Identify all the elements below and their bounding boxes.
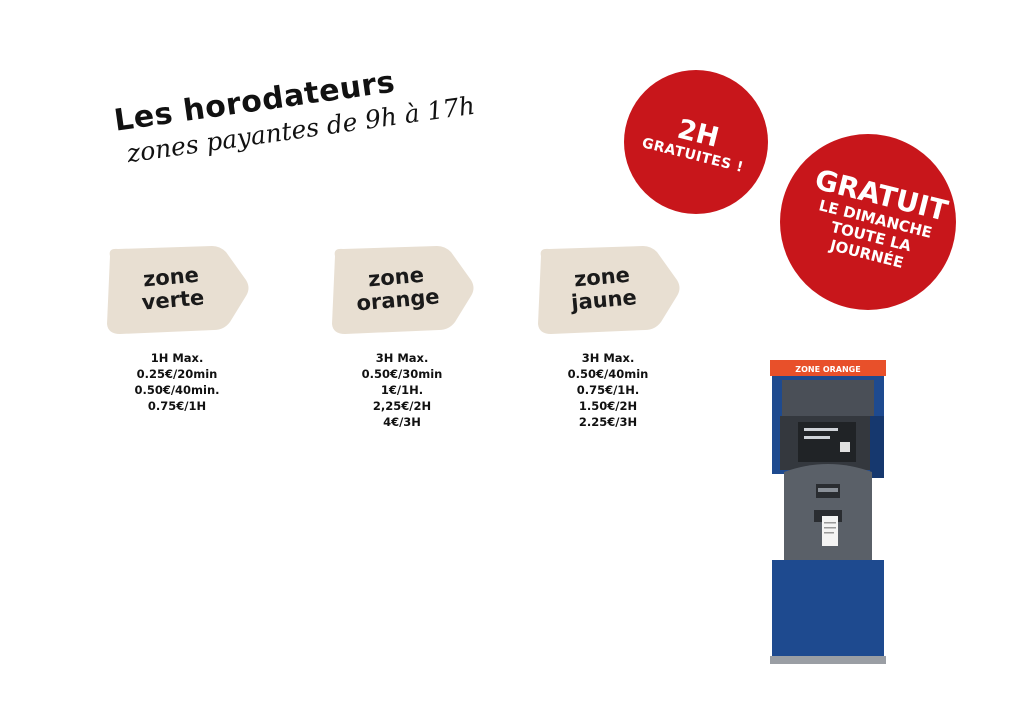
tag-shape <box>538 246 680 334</box>
zone-label: zone orange <box>355 262 441 316</box>
price-line: 0.75€/1H <box>147 399 207 413</box>
zone-card-verte: zone verte 1H Max. 0.25€/20min 0.50€/40m… <box>102 246 272 414</box>
zone-card-jaune: zone jaune 3H Max. 0.50€/40min 0.75€/1H.… <box>533 246 703 430</box>
zone-label: zone jaune <box>570 262 638 315</box>
price-line: 0.50€/40min <box>567 367 649 381</box>
price-list: 3H Max. 0.50€/40min 0.75€/1H. 1.50€/2H 2… <box>533 350 683 430</box>
title-block: Les horodateurs zones payantes de 9h à 1… <box>112 54 477 169</box>
free-sunday-badge: GRATUIT LE DIMANCHE TOUTE LA JOURNÉE <box>780 134 956 310</box>
price-line: 1.50€/2H <box>578 399 638 413</box>
price-line: 2.25€/3H <box>578 415 638 429</box>
price-line: 0.75€/1H. <box>576 383 640 397</box>
zone-card-orange: zone orange 3H Max. 0.50€/30min 1€/1H. 2… <box>327 246 497 430</box>
tag-shape <box>332 246 474 334</box>
price-line: 4€/3H <box>383 415 421 429</box>
price-list: 1H Max. 0.25€/20min 0.50€/40min. 0.75€/1… <box>102 350 252 414</box>
price-line: 0.25€/20min <box>136 367 218 381</box>
price-line: 3H Max. <box>375 351 429 365</box>
price-line: 2,25€/2H <box>372 399 432 413</box>
price-line: 0.50€/30min <box>361 367 443 381</box>
zone-tag: zone verte <box>102 246 249 334</box>
zone-tag: zone jaune <box>533 246 680 334</box>
free-hours-badge: 2H GRATUITES ! <box>624 70 768 214</box>
zone-tag: zone orange <box>327 246 474 334</box>
price-line: 1H Max. <box>150 351 204 365</box>
price-list: 3H Max. 0.50€/30min 1€/1H. 2,25€/2H 4€/3… <box>327 350 477 430</box>
parking-meter-icon: ZONE ORANGE <box>770 360 886 664</box>
parking-meter-illustration: ZONE ORANGE <box>766 360 890 675</box>
zone-label: zone verte <box>140 262 206 315</box>
zone-sign-text: ZONE ORANGE <box>795 365 860 374</box>
tag-shape <box>107 246 249 334</box>
price-line: 1€/1H. <box>380 383 424 397</box>
price-line: 3H Max. <box>581 351 635 365</box>
price-line: 0.50€/40min. <box>134 383 220 397</box>
